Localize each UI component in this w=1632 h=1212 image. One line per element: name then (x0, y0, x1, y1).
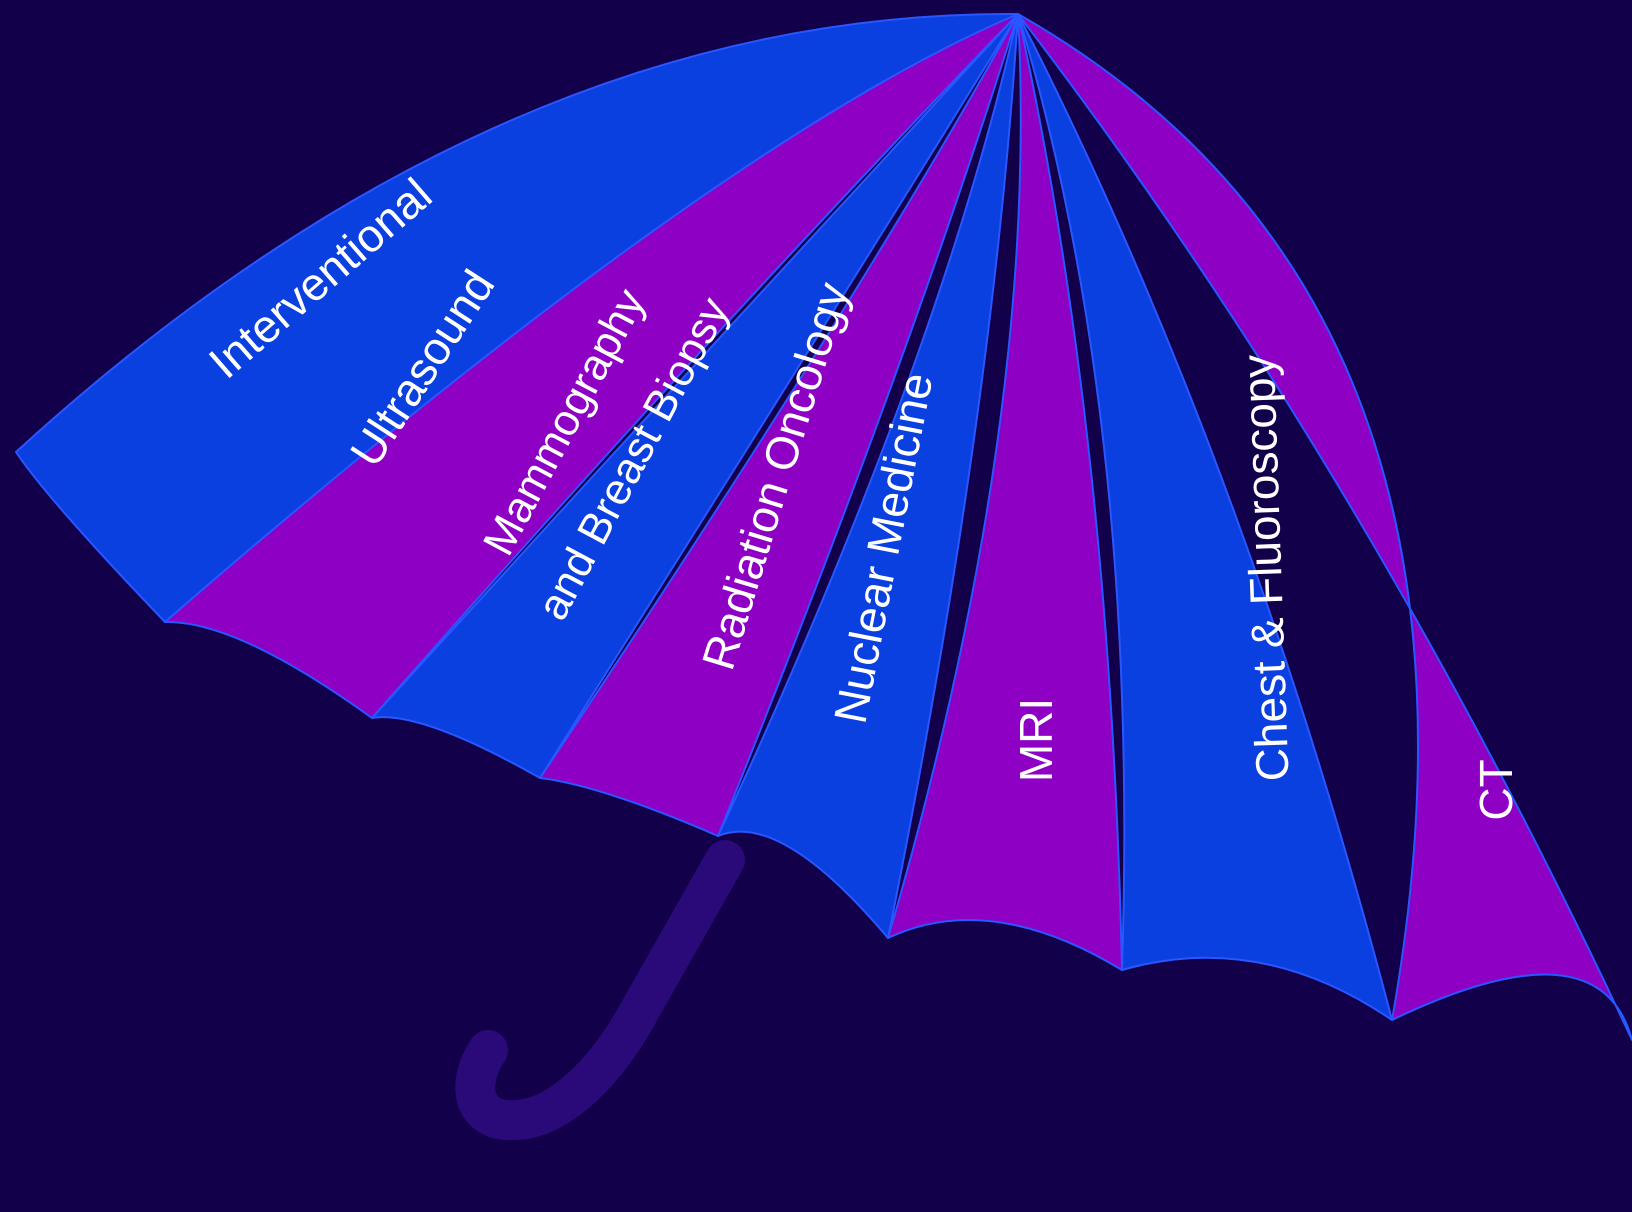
umbrella-handle (455, 840, 745, 1141)
panel-radiation-oncology (539, 13, 1019, 837)
panel-ultrasound (164, 13, 1019, 719)
label-line: MRI (1010, 698, 1062, 782)
handle-shaft-icon (455, 840, 745, 1141)
label-mri: MRI (1010, 698, 1062, 782)
panel-mri (887, 13, 1123, 971)
panel-ct (1017, 13, 1632, 1041)
panel-nuclear-medicine (717, 13, 1019, 939)
umbrella-canopy (15, 12, 1632, 1041)
label-line: CT (1470, 759, 1522, 820)
label-ct: CT (1470, 759, 1522, 820)
panel-chest-fluoroscopy (1017, 13, 1393, 1021)
panel-mammography (371, 13, 1019, 779)
